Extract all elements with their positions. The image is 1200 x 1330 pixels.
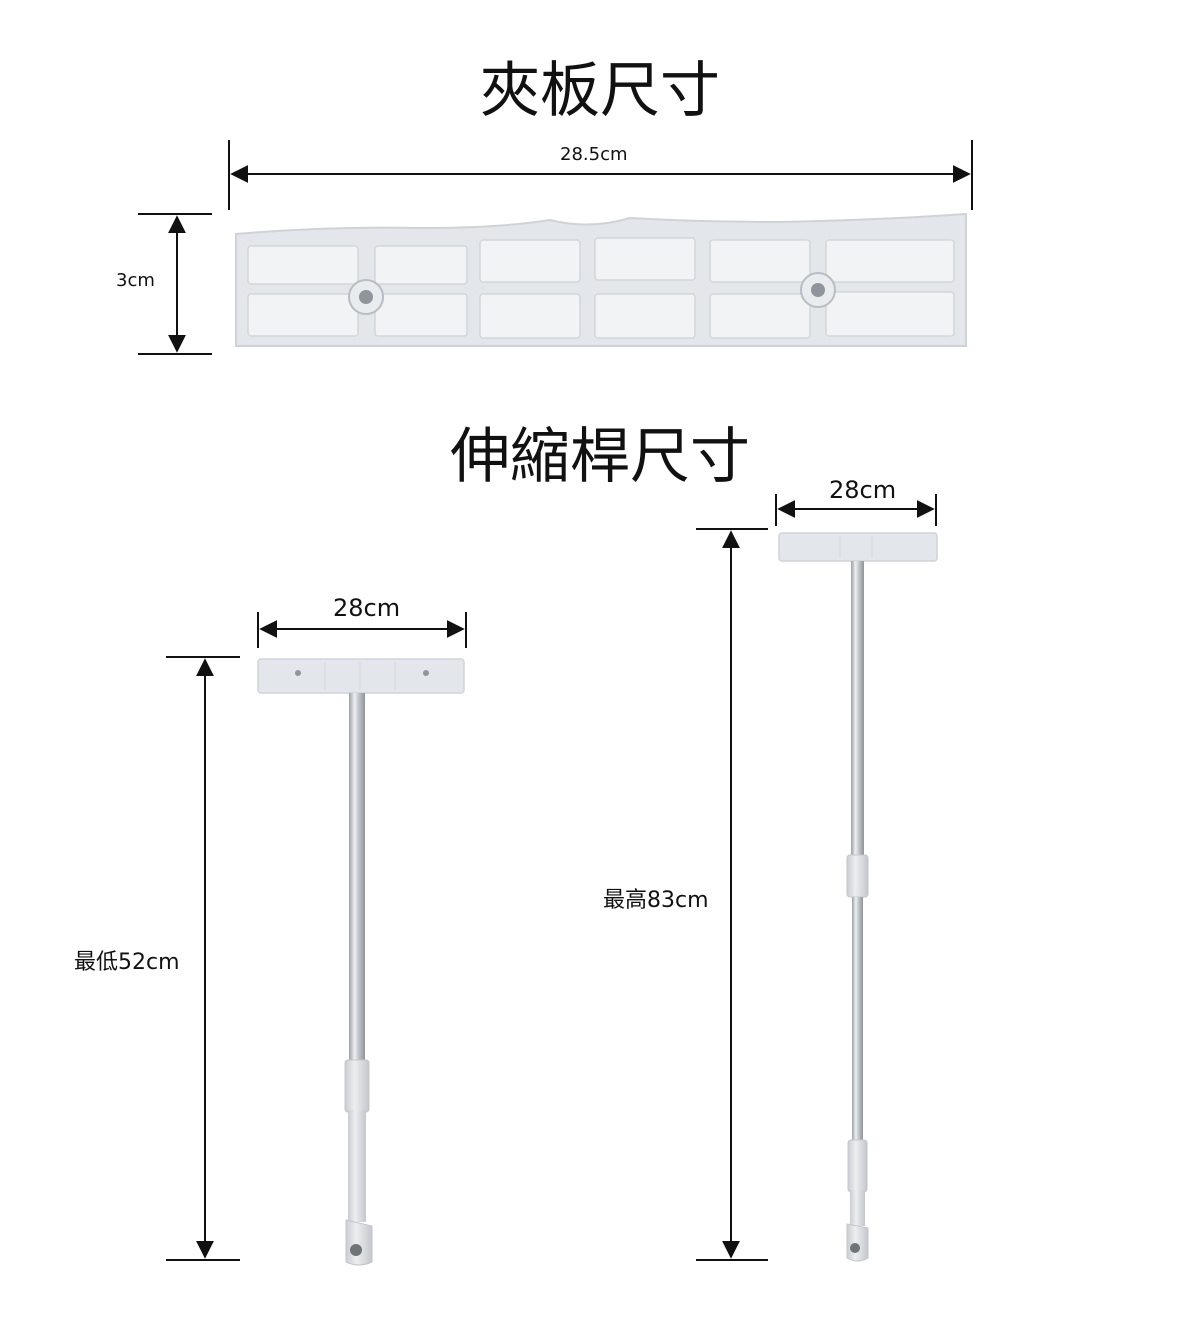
short-rod-height-dimension bbox=[166, 656, 240, 1261]
plate-width-dimension bbox=[228, 140, 973, 210]
rod-section-title: 伸縮桿尺寸 bbox=[450, 422, 750, 492]
long-rod-height-label: 最高83cm bbox=[603, 888, 709, 913]
plate-height-label: 3cm bbox=[116, 270, 155, 291]
clamp-plate-image bbox=[235, 212, 967, 347]
short-rod-image bbox=[257, 658, 465, 1266]
long-rod-width-label: 28cm bbox=[829, 476, 897, 504]
long-rod-width-dimension bbox=[775, 494, 937, 526]
plate-width-label: 28.5cm bbox=[560, 144, 628, 165]
plate-height-dimension bbox=[138, 213, 212, 355]
short-rod-width-label: 28cm bbox=[333, 594, 401, 622]
long-rod-image bbox=[778, 532, 938, 1262]
long-rod-height-dimension bbox=[696, 528, 768, 1261]
plate-section-title: 夾板尺寸 bbox=[480, 56, 720, 126]
short-rod-height-label: 最低52cm bbox=[74, 950, 180, 975]
short-rod-width-dimension bbox=[257, 612, 467, 648]
